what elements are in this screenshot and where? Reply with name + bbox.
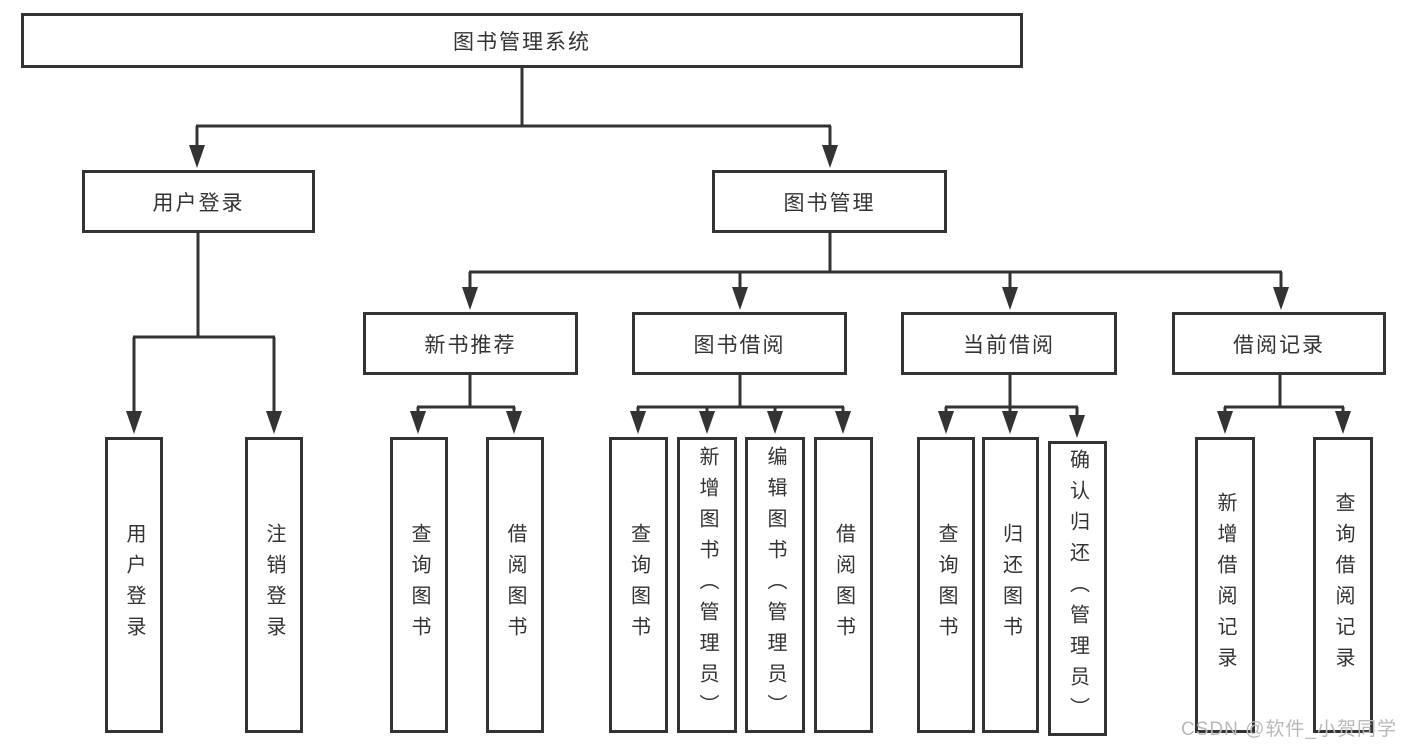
leaf-user-login-label: 用户登录 <box>123 523 145 647</box>
leaf-borrowing-query-books-label: 查询图书 <box>627 523 650 647</box>
node-root: 图书管理系统 <box>21 13 1023 68</box>
node-borrowing-records-label: 借阅记录 <box>1233 333 1325 357</box>
node-book-borrowing: 图书借阅 <box>632 312 847 375</box>
leaf-edit-books-admin-label: 编辑图书（管理员） <box>764 445 786 725</box>
node-current-borrowing: 当前借阅 <box>901 312 1117 375</box>
leaf-current-query-books: 查询图书 <box>917 437 975 733</box>
leaf-return-books-label: 归还图书 <box>999 523 1022 647</box>
leaf-add-borrow-record-label: 新增借阅记录 <box>1214 492 1236 678</box>
leaf-logout-label: 注销登录 <box>263 523 285 647</box>
leaf-recommend-borrow-books: 借阅图书 <box>486 437 544 733</box>
leaf-recommend-borrow-books-label: 借阅图书 <box>504 523 526 647</box>
leaf-return-books: 归还图书 <box>982 437 1039 733</box>
leaf-query-borrow-record-label: 查询借阅记录 <box>1332 492 1354 678</box>
node-book-management-label: 图书管理 <box>783 191 876 215</box>
leaf-add-borrow-record: 新增借阅记录 <box>1195 437 1255 733</box>
node-new-book-recommend: 新书推荐 <box>363 312 578 375</box>
leaf-recommend-query-books-label: 查询图书 <box>408 523 430 647</box>
leaf-logout: 注销登录 <box>245 437 303 733</box>
node-current-borrowing-label: 当前借阅 <box>963 333 1055 357</box>
node-book-borrowing-label: 图书借阅 <box>693 333 786 357</box>
csdn-watermark: CSDN @软件_小贺同学 <box>1181 719 1397 740</box>
leaf-add-books-admin: 新增图书（管理员） <box>677 437 737 733</box>
node-root-label: 图书管理系统 <box>453 30 591 54</box>
leaf-confirm-return-admin-label: 确认归还（管理员） <box>1066 449 1089 728</box>
node-user-login-label: 用户登录 <box>152 191 245 215</box>
leaf-borrowing-borrow-books-label: 借阅图书 <box>832 523 855 647</box>
leaf-user-login: 用户登录 <box>105 437 163 733</box>
leaf-borrowing-query-books: 查询图书 <box>609 437 668 733</box>
leaf-confirm-return-admin: 确认归还（管理员） <box>1048 441 1107 736</box>
leaf-edit-books-admin: 编辑图书（管理员） <box>745 437 805 733</box>
leaf-recommend-query-books: 查询图书 <box>390 437 448 733</box>
leaf-query-borrow-record: 查询借阅记录 <box>1313 437 1373 733</box>
node-borrowing-records: 借阅记录 <box>1172 312 1386 375</box>
leaf-borrowing-borrow-books: 借阅图书 <box>814 437 873 733</box>
node-book-management: 图书管理 <box>712 170 947 233</box>
leaf-current-query-books-label: 查询图书 <box>935 523 957 647</box>
node-user-login: 用户登录 <box>82 170 315 233</box>
node-new-book-recommend-label: 新书推荐 <box>424 333 517 357</box>
leaf-add-books-admin-label: 新增图书（管理员） <box>696 445 718 725</box>
